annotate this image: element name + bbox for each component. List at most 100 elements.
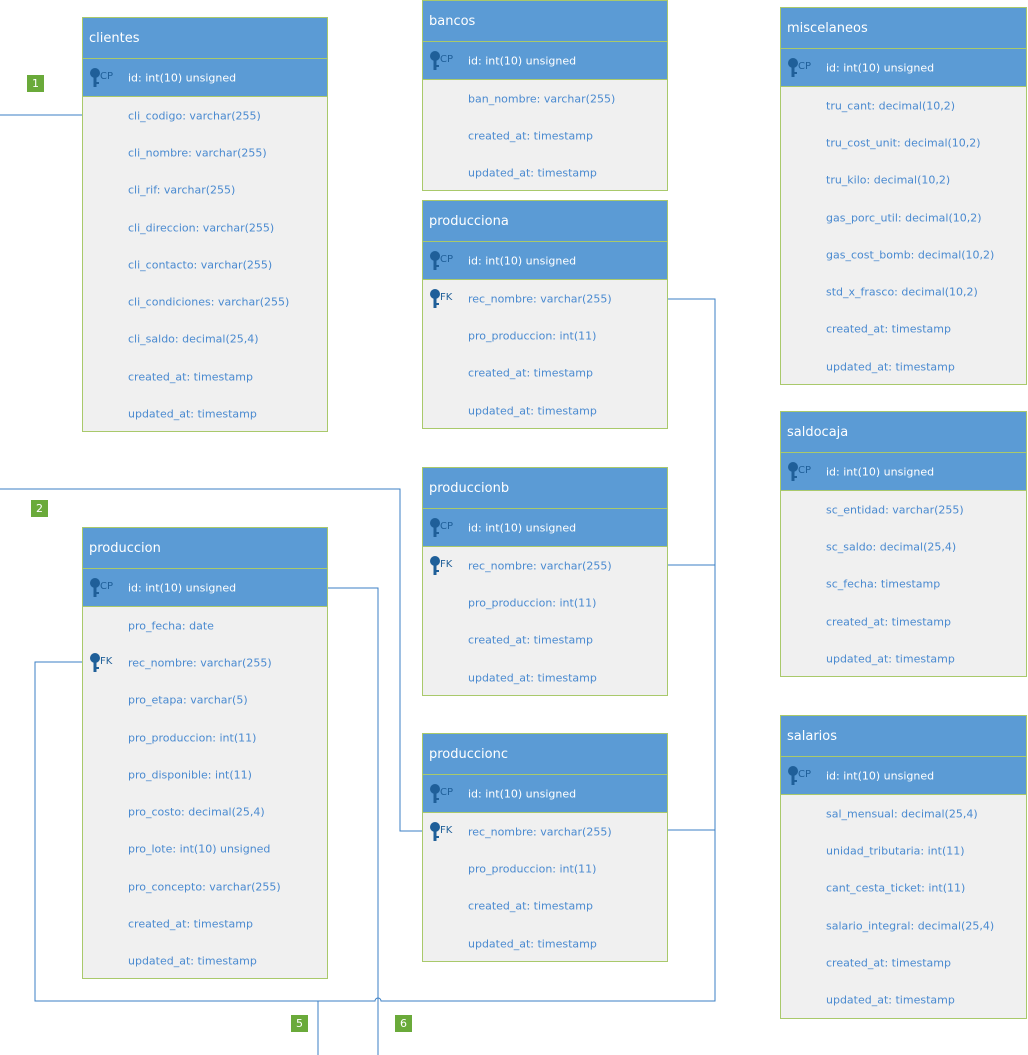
field-text: cli_direccion: varchar(255) <box>128 221 275 235</box>
field-row[interactable]: pro_costo: decimal(25,4) <box>83 793 327 830</box>
field-text: salario_integral: decimal(25,4) <box>826 919 995 933</box>
field-row[interactable]: pro_produccion: int(11) <box>423 850 667 887</box>
field-row[interactable]: tru_cost_unit: decimal(10,2) <box>781 124 1026 161</box>
field-text: pro_concepto: varchar(255) <box>128 880 281 894</box>
field-text: rec_nombre: varchar(255) <box>468 559 612 573</box>
field-row[interactable]: cli_codigo: varchar(255) <box>83 97 327 134</box>
field-row[interactable]: cli_rif: varchar(255) <box>83 172 327 209</box>
field-text: pro_etapa: varchar(5) <box>128 693 248 707</box>
field-row[interactable]: gas_cost_bomb: decimal(10,2) <box>781 236 1026 273</box>
field-text: updated_at: timestamp <box>468 937 597 951</box>
field-text: sc_saldo: decimal(25,4) <box>826 540 957 554</box>
primary-key-icon: CP <box>89 577 119 599</box>
field-text: tru_cost_unit: decimal(10,2) <box>826 136 981 150</box>
field-row[interactable]: unidad_tributaria: int(11) <box>781 832 1026 869</box>
field-row[interactable]: cant_cesta_ticket: int(11) <box>781 870 1026 907</box>
field-text: id: int(10) unsigned <box>468 787 577 800</box>
field-row[interactable]: updated_at: timestamp <box>423 925 667 962</box>
field-row[interactable]: pro_concepto: varchar(255) <box>83 868 327 905</box>
field-text: id: int(10) unsigned <box>468 54 577 67</box>
field-text: sc_fecha: timestamp <box>826 577 941 591</box>
field-row[interactable]: created_at: timestamp <box>423 355 667 392</box>
field-text: created_at: timestamp <box>468 129 593 143</box>
field-row[interactable]: created_at: timestamp <box>781 603 1026 640</box>
field-row[interactable]: pro_etapa: varchar(5) <box>83 682 327 719</box>
field-row[interactable]: pro_fecha: date <box>83 607 327 644</box>
field-text: updated_at: timestamp <box>128 954 257 968</box>
field-row[interactable]: salario_integral: decimal(25,4) <box>781 907 1026 944</box>
field-row[interactable]: created_at: timestamp <box>781 311 1026 348</box>
field-row[interactable]: updated_at: timestamp <box>781 348 1026 385</box>
field-row[interactable]: cli_nombre: varchar(255) <box>83 134 327 171</box>
field-row[interactable]: tru_kilo: decimal(10,2) <box>781 162 1026 199</box>
field-text: ban_nombre: varchar(255) <box>468 92 616 106</box>
field-text: created_at: timestamp <box>468 366 593 380</box>
table-title: clientes <box>83 18 327 59</box>
field-row[interactable]: pro_lote: int(10) unsigned <box>83 831 327 868</box>
field-row[interactable]: ban_nombre: varchar(255) <box>423 80 667 117</box>
primary-key-icon: CP <box>429 517 459 539</box>
field-row[interactable]: updated_at: timestamp <box>423 659 667 696</box>
field-row[interactable]: sc_saldo: decimal(25,4) <box>781 528 1026 565</box>
field-row[interactable]: created_at: timestamp <box>83 905 327 942</box>
field-row[interactable]: gas_porc_util: decimal(10,2) <box>781 199 1026 236</box>
field-row[interactable]: sc_entidad: varchar(255) <box>781 491 1026 528</box>
field-row[interactable]: created_at: timestamp <box>781 944 1026 981</box>
field-row[interactable]: updated_at: timestamp <box>781 640 1026 677</box>
field-row[interactable]: cli_condiciones: varchar(255) <box>83 283 327 320</box>
field-row[interactable]: pro_disponible: int(11) <box>83 756 327 793</box>
field-row[interactable]: sal_mensual: decimal(25,4) <box>781 795 1026 832</box>
foreign-key-icon: FK <box>89 652 119 674</box>
table-title: producciona <box>423 201 667 242</box>
field-row[interactable]: created_at: timestamp <box>423 117 667 154</box>
field-row[interactable]: created_at: timestamp <box>423 622 667 659</box>
field-row[interactable]: updated_at: timestamp <box>423 155 667 192</box>
field-row[interactable]: cli_direccion: varchar(255) <box>83 209 327 246</box>
field-text: id: int(10) unsigned <box>826 61 935 74</box>
field-row[interactable]: std_x_frasco: decimal(10,2) <box>781 273 1026 310</box>
field-text: sal_mensual: decimal(25,4) <box>826 807 978 821</box>
field-row[interactable]: pro_produccion: int(11) <box>423 584 667 621</box>
field-row[interactable]: cli_contacto: varchar(255) <box>83 246 327 283</box>
field-text: created_at: timestamp <box>826 322 951 336</box>
field-row[interactable]: updated_at: timestamp <box>83 943 327 980</box>
field-row[interactable]: tru_cant: decimal(10,2) <box>781 87 1026 124</box>
field-text: updated_at: timestamp <box>468 404 597 418</box>
field-row[interactable]: updated_at: timestamp <box>83 395 327 432</box>
field-text: pro_disponible: int(11) <box>128 768 252 782</box>
field-row[interactable]: updated_at: timestamp <box>781 981 1026 1018</box>
connector-badge-6: 6 <box>395 1015 412 1032</box>
foreign-key-icon: FK <box>429 288 459 310</box>
field-text: gas_cost_bomb: decimal(10,2) <box>826 248 995 262</box>
field-row[interactable]: pro_produccion: int(11) <box>83 719 327 756</box>
field-row[interactable]: pro_produccion: int(11) <box>423 317 667 354</box>
field-row[interactable]: created_at: timestamp <box>423 888 667 925</box>
field-row[interactable]: updated_at: timestamp <box>423 392 667 429</box>
field-row[interactable]: cli_saldo: decimal(25,4) <box>83 321 327 358</box>
field-row[interactable]: sc_fecha: timestamp <box>781 566 1026 603</box>
field-row[interactable]: created_at: timestamp <box>83 358 327 395</box>
field-text: id: int(10) unsigned <box>826 465 935 478</box>
